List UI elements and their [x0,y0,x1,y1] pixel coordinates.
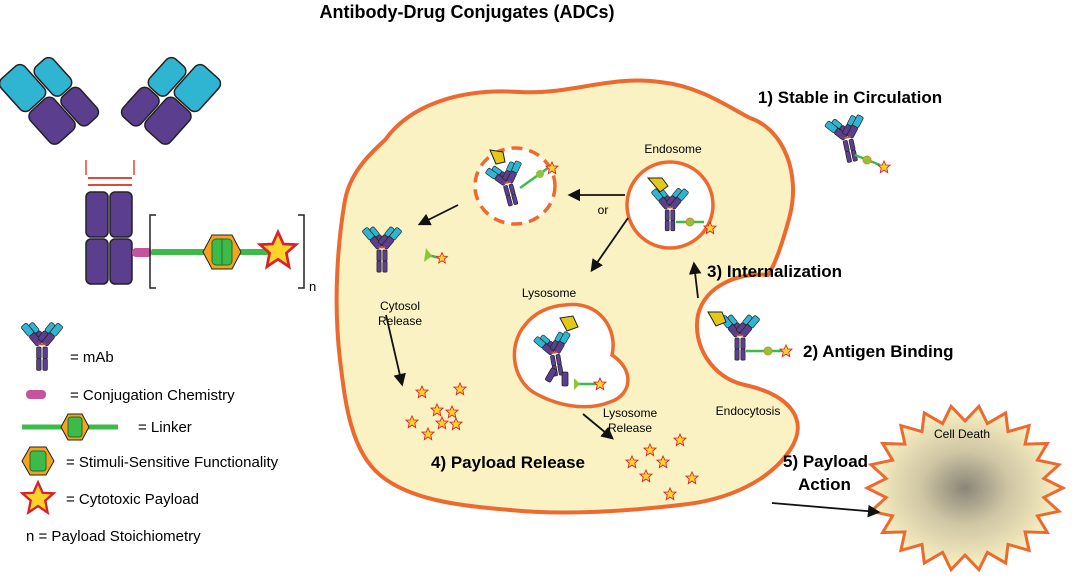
circulating-adc [822,109,891,174]
step-3-label: 3) Internalization [707,262,842,281]
legend: = mAb = Conjugation Chemistry = Linker =… [19,318,279,545]
endosome-adc [646,177,717,235]
step-2-label: 2) Antigen Binding [803,342,953,361]
legend-payload-icon [21,481,55,514]
payload-star-icon [258,230,298,269]
legend-conjugation: = Conjugation Chemistry [70,387,235,404]
label-or: or [598,203,609,217]
label-endosome: Endosome [644,142,702,156]
page-title: Antibody-Drug Conjugates (ADCs) [320,2,615,22]
legend-stoichiometry: n = Payload Stoichiometry [26,528,201,545]
label-endocytosis: Endocytosis [716,404,781,418]
label-lysosome-release-2: Release [608,421,652,435]
stimuli-hexagon-icon [202,234,242,270]
step-5-label-1: 5) Payload [783,452,868,471]
arrow-icon [385,188,881,518]
legend-mab: = mAb [70,349,114,366]
ruptured-vesicle [473,146,557,226]
legend-mab-icon [19,318,65,372]
lysosome-fragments [531,315,607,391]
label-cytosol-1: Cytosol [380,299,420,313]
legend-linker-icon [22,413,118,441]
cytosol-adc [361,222,448,273]
dying-cell: Cell Death [863,403,1067,573]
step-1-label: 1) Stable in Circulation [758,88,942,107]
label-lysosome: Lysosome [522,286,577,300]
legend-linker: = Linker [138,419,192,436]
stoichiometry-subscript: n [309,279,316,294]
step-5-label-2: Action [798,475,851,494]
step-4-label: 4) Payload Release [431,453,585,472]
label-lysosome-release-1: Lysosome [603,406,658,420]
legend-payload: = Cytotoxic Payload [66,491,199,508]
vesicle-adc [482,149,559,211]
legend-stimuli-icon [21,446,55,476]
legend-stimuli: = Stimuli-Sensitive Functionality [66,454,279,471]
label-cytosol-2: Release [378,314,422,328]
conjugation-chemistry-mark [132,248,152,257]
legend-conjugation-icon [26,390,46,399]
antibody-icon [0,56,222,285]
adc-structure: n [0,56,316,294]
binding-adc [707,310,793,361]
label-cell-death: Cell Death [934,427,990,441]
